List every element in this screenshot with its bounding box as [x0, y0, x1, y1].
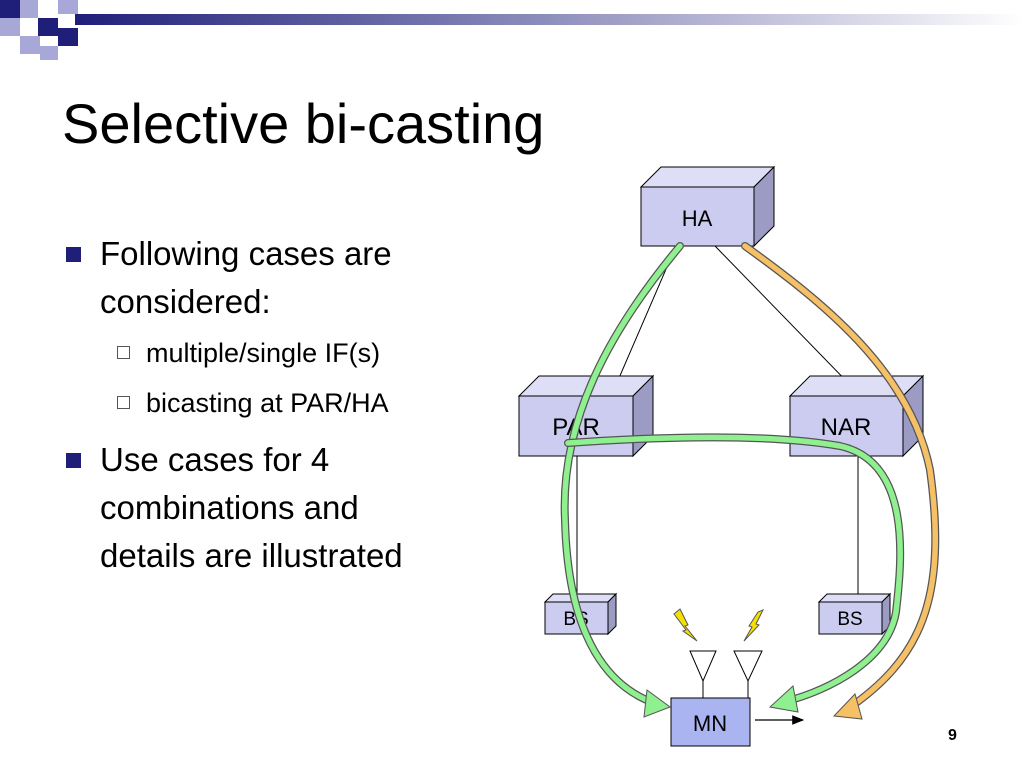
antenna-icon: [689, 650, 717, 698]
bullet-marker: [66, 453, 81, 468]
slide-title: Selective bi-casting: [62, 92, 545, 155]
antenna-icon: [733, 650, 763, 698]
nar-label: NAR: [821, 414, 872, 441]
bullet-text-1: Following cases are considered:: [100, 230, 392, 326]
sub-item: bicasting at PAR/HA: [146, 388, 389, 418]
sub-item: multiple/single IF(s): [146, 338, 381, 368]
bullet-line: considered:: [100, 283, 271, 320]
green-arrowhead: [768, 685, 799, 713]
orange-path-ha-mn: [741, 242, 940, 714]
orange-path-ha-mn: [742, 243, 938, 713]
mn-label: MN: [693, 711, 727, 736]
lightning-bolt-icon: [673, 608, 698, 642]
slide-decoration: [0, 0, 1024, 60]
top-gradient-bar: [75, 14, 1024, 25]
bs-right-node: BS: [817, 592, 892, 636]
deco-square: [58, 0, 78, 14]
deco-square: [38, 18, 58, 36]
bs-right-label: BS: [837, 609, 862, 630]
page-number: 9: [948, 727, 957, 744]
sub-bullet-marker: [117, 396, 130, 409]
deco-square: [0, 18, 20, 36]
bullet-marker: [66, 247, 81, 262]
green-path-ha-mn: [560, 242, 684, 709]
ha-node: HA: [639, 165, 776, 248]
green-path-par-mn: [565, 434, 903, 705]
deco-square: [0, 0, 20, 18]
ha-label: HA: [682, 206, 713, 231]
sub-bullet-marker: [117, 346, 130, 359]
green-arrowhead: [643, 689, 672, 718]
green-path-ha-mn: [561, 243, 683, 708]
deco-square: [20, 36, 40, 54]
mn-node: MN: [670, 697, 751, 747]
deco-square: [20, 0, 38, 18]
bullet-line: details are illustrated: [100, 537, 403, 574]
deco-square: [58, 28, 78, 46]
link-ha-nar: [714, 245, 859, 394]
bullet-line: combinations and: [100, 489, 359, 526]
bullet-line: Following cases are: [100, 235, 392, 272]
lightning-bolt-icon: [743, 609, 765, 642]
orange-arrowhead: [832, 693, 863, 720]
deco-square: [40, 46, 58, 60]
bullet-line: Use cases for 4: [100, 441, 330, 478]
bullet-text-2: Use cases for 4 combinations and details…: [100, 436, 403, 580]
green-path-par-mn: [564, 433, 905, 706]
